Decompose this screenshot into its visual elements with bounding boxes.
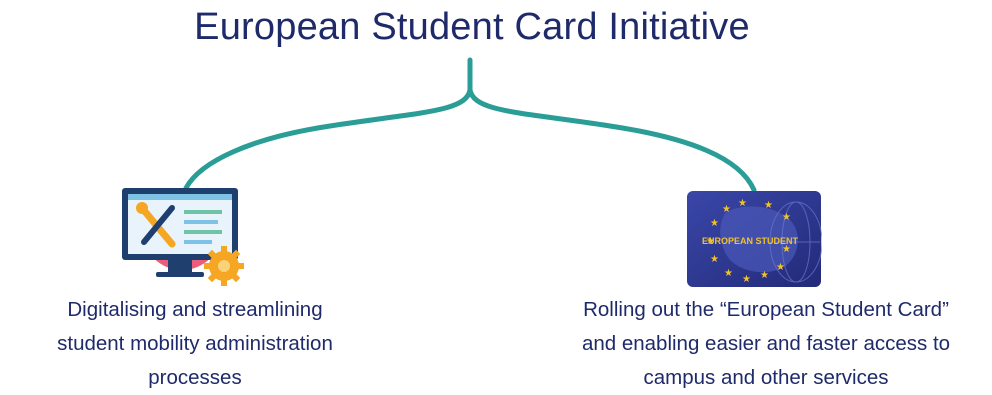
svg-text:★: ★ (776, 262, 785, 273)
brace-left-arm (183, 87, 473, 191)
caption-line: Digitalising and streamlining (67, 298, 323, 321)
caption-digitalising: Digitalising and streamlining student mo… (10, 293, 380, 395)
european-student-card-icon: ★ ★ ★ ★ ★ ★ ★ ★ ★ ★ ★ ★ EUROPEAN STUDENT (686, 190, 823, 288)
svg-text:★: ★ (764, 200, 773, 211)
caption-student-card: Rolling out the “European Student Card” … (540, 293, 992, 395)
svg-text:★: ★ (710, 254, 719, 265)
monitor-tools-icon (120, 180, 250, 288)
caption-line: Rolling out the “European Student Card” (583, 298, 949, 321)
card-label: EUROPEAN STUDENT (702, 236, 799, 246)
caption-line: processes (148, 366, 242, 389)
svg-text:★: ★ (760, 270, 769, 281)
brace-right-arm (467, 87, 757, 193)
svg-text:★: ★ (738, 198, 747, 209)
svg-text:★: ★ (724, 268, 733, 279)
caption-line: campus and other services (643, 366, 889, 389)
caption-line: student mobility administration (57, 332, 333, 355)
svg-text:★: ★ (722, 204, 731, 215)
svg-text:★: ★ (782, 212, 791, 223)
caption-line: and enabling easier and faster access to (581, 332, 951, 355)
diagram-title: European Student Card Initiative (194, 6, 750, 48)
svg-text:★: ★ (710, 218, 719, 229)
svg-text:★: ★ (742, 274, 751, 285)
svg-text:★: ★ (782, 244, 791, 255)
svg-text:★: ★ (706, 236, 715, 247)
